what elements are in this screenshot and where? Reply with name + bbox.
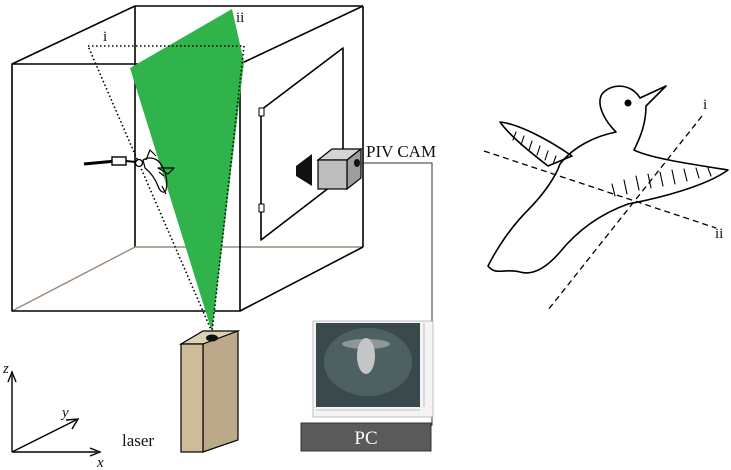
- pc-box: [300, 422, 432, 452]
- near-wing-hatching: [611, 167, 712, 197]
- plane-i-label: i: [103, 29, 107, 45]
- door-hinge-upper: [258, 107, 265, 117]
- tank-edge-bottom-right: [239, 246, 364, 312]
- piv-camera: [296, 147, 363, 191]
- camera-label: PIV CAM: [366, 142, 436, 161]
- tank-front-face: [11, 63, 241, 312]
- camera-lens-hood: [296, 154, 312, 186]
- laser-body-front: [180, 343, 204, 453]
- tank-edge-top-left: [11, 5, 136, 65]
- camera-lens: [354, 159, 360, 167]
- door-hinge-lower: [258, 203, 265, 213]
- bird-plane-ii-line: [483, 150, 717, 229]
- z-axis-label: z: [2, 361, 9, 377]
- z-arrow-icon: [7, 370, 17, 383]
- bird-plane-ii-label: ii: [715, 226, 723, 242]
- far-wing: [499, 121, 573, 167]
- x-axis-label: x: [96, 455, 104, 470]
- monitor-axis-ticks: [316, 323, 425, 411]
- bird-plane-i-line: [547, 115, 703, 311]
- tank-door: [260, 47, 344, 241]
- camera-body-front: [317, 159, 348, 190]
- pc-label: PC: [354, 428, 377, 449]
- hummingbird-sketch: [487, 85, 729, 274]
- tank-edge-bottom-left: [11, 246, 136, 312]
- plane-ii-label: ii: [236, 10, 244, 26]
- sting-mount: [83, 156, 144, 168]
- tank-edge-top-right: [239, 5, 364, 65]
- y-axis-label: y: [60, 405, 69, 421]
- y-arrow-icon: [65, 418, 80, 430]
- piv-wing-trace: [342, 339, 390, 349]
- y-axis: [11, 419, 77, 453]
- laser-label: laser: [122, 431, 154, 450]
- bird-eye-icon: [624, 99, 632, 107]
- far-wing-hatching: [512, 131, 557, 165]
- laser-aperture: [206, 334, 218, 342]
- bird-plane-i-label: i: [703, 97, 707, 113]
- small-bird-icon: [142, 149, 175, 195]
- x-arrow-icon: [89, 447, 102, 457]
- bird-body: [487, 85, 729, 274]
- pc-monitor: [312, 320, 434, 418]
- laser-sheet: [130, 9, 244, 332]
- laser-emitter: [178, 330, 241, 453]
- coordinate-axes: [7, 370, 102, 457]
- laser-body-side: [202, 330, 239, 453]
